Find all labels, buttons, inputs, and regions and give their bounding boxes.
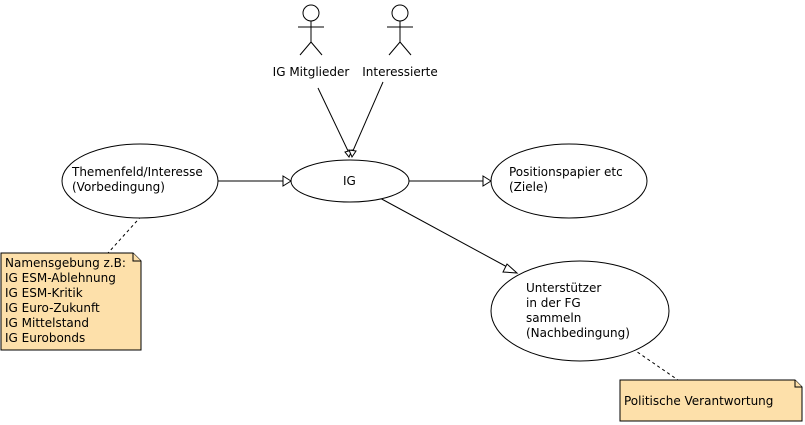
note-line: IG ESM-Ablehnung (5, 271, 116, 285)
usecase-unterstuetzer: Unterstützer in der FG sammeln (Nachbedi… (490, 260, 670, 362)
note-line: IG Eurobonds (5, 331, 85, 345)
note-line: IG ESM-Kritik (5, 286, 83, 300)
arrowhead-themenfeld-ig (282, 175, 292, 187)
stick-figure-icon (298, 4, 324, 56)
note-politik: Politische Verantwortung (619, 379, 803, 422)
actor-label: Interessierte (362, 65, 438, 79)
usecase-label-line: Themenfeld/Interesse (71, 165, 203, 179)
usecase-positionspapier: Positionspapier etc (Ziele) (490, 143, 648, 219)
arrowhead-ig-position (482, 175, 492, 187)
actor-interessierte: Interessierte (362, 4, 438, 79)
usecase-ig: IG (290, 159, 410, 203)
usecase-label-line: IG (343, 174, 356, 188)
actor-ig-mitglieder: IG Mitglieder (273, 4, 350, 79)
note-link-politik (597, 324, 679, 381)
note-naming: Namensgebung z.B: IG ESM-Ablehnung IG ES… (0, 252, 142, 351)
assoc-ig-unterstuetzer (377, 196, 510, 269)
usecase-label-line: (Vorbedingung) (72, 180, 165, 194)
note-line: IG Euro-Zukunft (5, 301, 100, 315)
usecase-label-line: Positionspapier etc (509, 165, 623, 179)
arrowhead-interessierte-ig (348, 149, 357, 159)
usecase-label-line: (Nachbedingung) (526, 326, 630, 340)
assoc-interessierte-ig (351, 81, 384, 154)
usecase-label-line: in der FG (526, 296, 581, 310)
usecase-label-line: (Ziele) (509, 180, 548, 194)
stick-figure-icon (387, 4, 413, 56)
arrowhead-ig-unterstuetzer (502, 263, 519, 274)
note-line: Namensgebung z.B: (5, 256, 126, 270)
connectors (107, 81, 679, 381)
note-line: Politische Verantwortung (624, 394, 773, 408)
usecase-themenfeld: Themenfeld/Interesse (Vorbedingung) (61, 143, 219, 219)
usecase-label-line: Unterstützer (526, 281, 601, 295)
note-line: IG Mittelstand (5, 316, 89, 330)
actor-label: IG Mitglieder (273, 65, 350, 79)
usecase-label-line: sammeln (526, 311, 581, 325)
assoc-mitglieder-ig (317, 87, 350, 154)
